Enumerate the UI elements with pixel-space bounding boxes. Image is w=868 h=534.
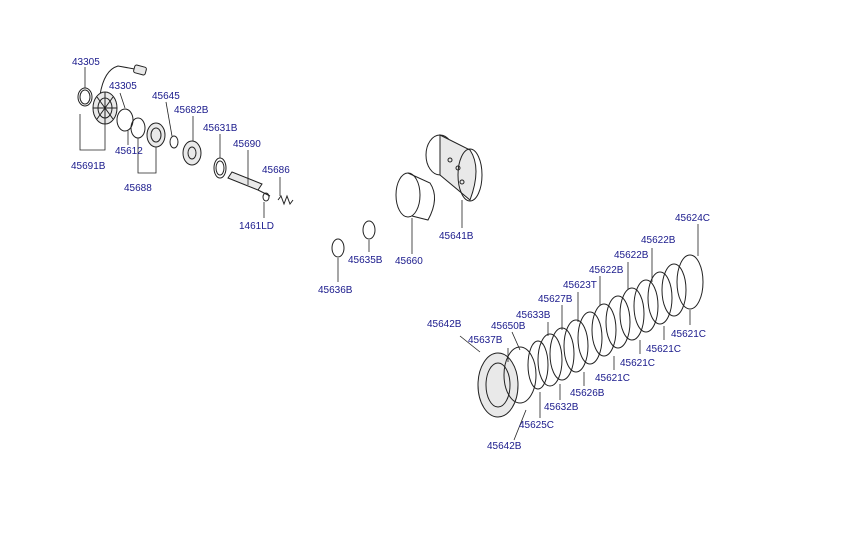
part-label: 45635B [348, 255, 383, 266]
part-label: 45690 [233, 139, 261, 150]
small-ring [169, 135, 179, 149]
part-label: 45631B [203, 123, 238, 134]
part-label: 45621C [595, 373, 630, 384]
spring [277, 194, 294, 206]
part-label: 45622B [641, 235, 676, 246]
drum-and-band-group [331, 134, 483, 282]
part-label: 45636B [318, 285, 353, 296]
part-label: 45682B [174, 105, 209, 116]
sensor-wire [99, 65, 141, 96]
clutch-plate [605, 295, 631, 349]
part-label: 45623T [563, 280, 597, 291]
part-label: 45650B [491, 321, 526, 332]
part-label: 45625C [519, 420, 554, 431]
pressure-plate [676, 254, 704, 310]
part-label: 45637B [468, 335, 503, 346]
part-label: 45641B [439, 231, 474, 242]
clutch-plate [619, 287, 645, 341]
part-label: 45686 [262, 165, 290, 176]
pump-assembly-group [77, 64, 294, 218]
part-label: 45632B [544, 402, 579, 413]
piston-housing [477, 352, 519, 418]
clutch-plate [563, 319, 589, 373]
part-label: 45621C [646, 344, 681, 355]
part-label: 45621C [620, 358, 655, 369]
shaft [227, 171, 263, 191]
part-label: 45691B [71, 161, 106, 172]
part-label: 45642B [427, 319, 462, 330]
clutch-plate [591, 303, 617, 357]
seal-ring [130, 117, 146, 139]
part-label: 45645 [152, 91, 180, 102]
return-spring [527, 340, 549, 390]
clutch-pack-group [459, 224, 704, 441]
part-label: 45622B [614, 250, 649, 261]
part-label: 1461LD [239, 221, 274, 232]
part-label: 45612 [115, 146, 143, 157]
part-label: 45622B [589, 265, 624, 276]
clutch-plate [537, 333, 563, 387]
part-label: 45688 [124, 183, 152, 194]
part-label: 45621C [671, 329, 706, 340]
part-label: 43305 [72, 57, 100, 68]
clip [262, 192, 270, 202]
seal-ring-b [331, 238, 345, 258]
brake-band [395, 172, 421, 218]
seal-ring-a [362, 220, 376, 240]
clutch-plate [633, 279, 659, 333]
part-label: 45633B [516, 310, 551, 321]
piston [503, 346, 537, 404]
hub [182, 140, 202, 166]
part-label: 45660 [395, 256, 423, 267]
clutch-plate [661, 263, 687, 317]
sensor-connector [133, 64, 147, 76]
part-label: 43305 [109, 81, 137, 92]
bearing [146, 122, 166, 148]
part-label: 45642B [487, 441, 522, 452]
part-labels: 43305 43305 45645 45682B 45631B 45690 45… [71, 57, 710, 452]
clutch-plate [647, 271, 673, 325]
part-label: 45626B [570, 388, 605, 399]
part-label: 45627B [538, 294, 573, 305]
part-label: 45624C [675, 213, 710, 224]
clutch-plate [577, 311, 603, 365]
o-ring [116, 108, 134, 132]
